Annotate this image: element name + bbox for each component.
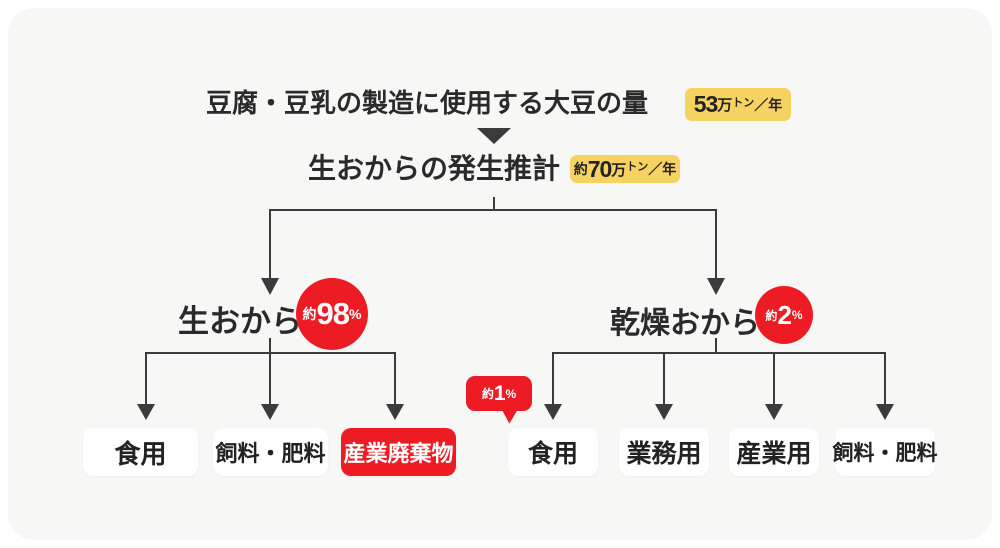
callout-value: 1 <box>493 381 506 405</box>
title-down-arrow-icon <box>477 128 511 144</box>
source-amount-per-year: ／年 <box>754 96 783 113</box>
estimate-amount-unit-man: 万 <box>611 161 627 179</box>
leaf-dried-feed-fertilizer: 飼料・肥料 <box>833 428 938 476</box>
estimate-amount-unit-ton: トン <box>626 161 649 173</box>
leaf-dried-commercial-use: 業務用 <box>619 428 709 476</box>
leaf-dried-industrial-use: 産業用 <box>729 428 819 476</box>
leaf-raw-feed-fertilizer: 飼料・肥料 <box>213 428 328 476</box>
raw-child2-arrowhead-icon <box>261 404 279 420</box>
callout-approx: 約 <box>481 387 494 401</box>
dried-child3-arrowhead-icon <box>765 404 783 420</box>
leaf-raw-food-use: 食用 <box>83 428 198 476</box>
estimate-amount-per-year: ／年 <box>648 161 677 177</box>
leaf-raw-industrial-waste: 産業廃棄物 <box>341 428 456 476</box>
estimate-amount-approx: 約 <box>573 161 588 177</box>
estimate-title: 生おからの発生推計 <box>308 153 561 184</box>
leaf-dried-food-use: 食用 <box>508 428 598 476</box>
source-title: 豆腐・豆乳の製造に使用する大豆の量 <box>206 88 649 118</box>
dried-child1-arrowhead-icon <box>544 404 562 420</box>
source-amount-unit-ton: トン <box>732 96 755 109</box>
estimate-amount-value: 70 <box>587 155 613 182</box>
raw-share-percent: % <box>349 306 362 322</box>
source-amount-value: 53 <box>693 91 719 117</box>
dried-child2-arrowhead-icon <box>655 404 673 420</box>
raw-share-approx: 約 <box>302 306 317 322</box>
callout-percent: % <box>505 386 517 401</box>
dried-child4-arrowhead-icon <box>876 404 894 420</box>
node-dried-okara-label: 乾燥おから <box>610 307 760 340</box>
dried-share-percent: % <box>791 308 803 322</box>
source-amount-unit-man: 万 <box>717 97 733 114</box>
dried-share-value: 2 <box>777 299 792 330</box>
raw-child3-arrowhead-icon <box>386 404 404 420</box>
raw-share-value: 98 <box>316 296 350 331</box>
raw-child1-arrowhead-icon <box>137 404 155 420</box>
raw-arrowhead-icon <box>261 278 279 295</box>
dried-share-approx: 約 <box>765 308 778 323</box>
dried-arrowhead-icon <box>707 278 725 295</box>
node-raw-okara-label: 生おから <box>178 304 302 339</box>
